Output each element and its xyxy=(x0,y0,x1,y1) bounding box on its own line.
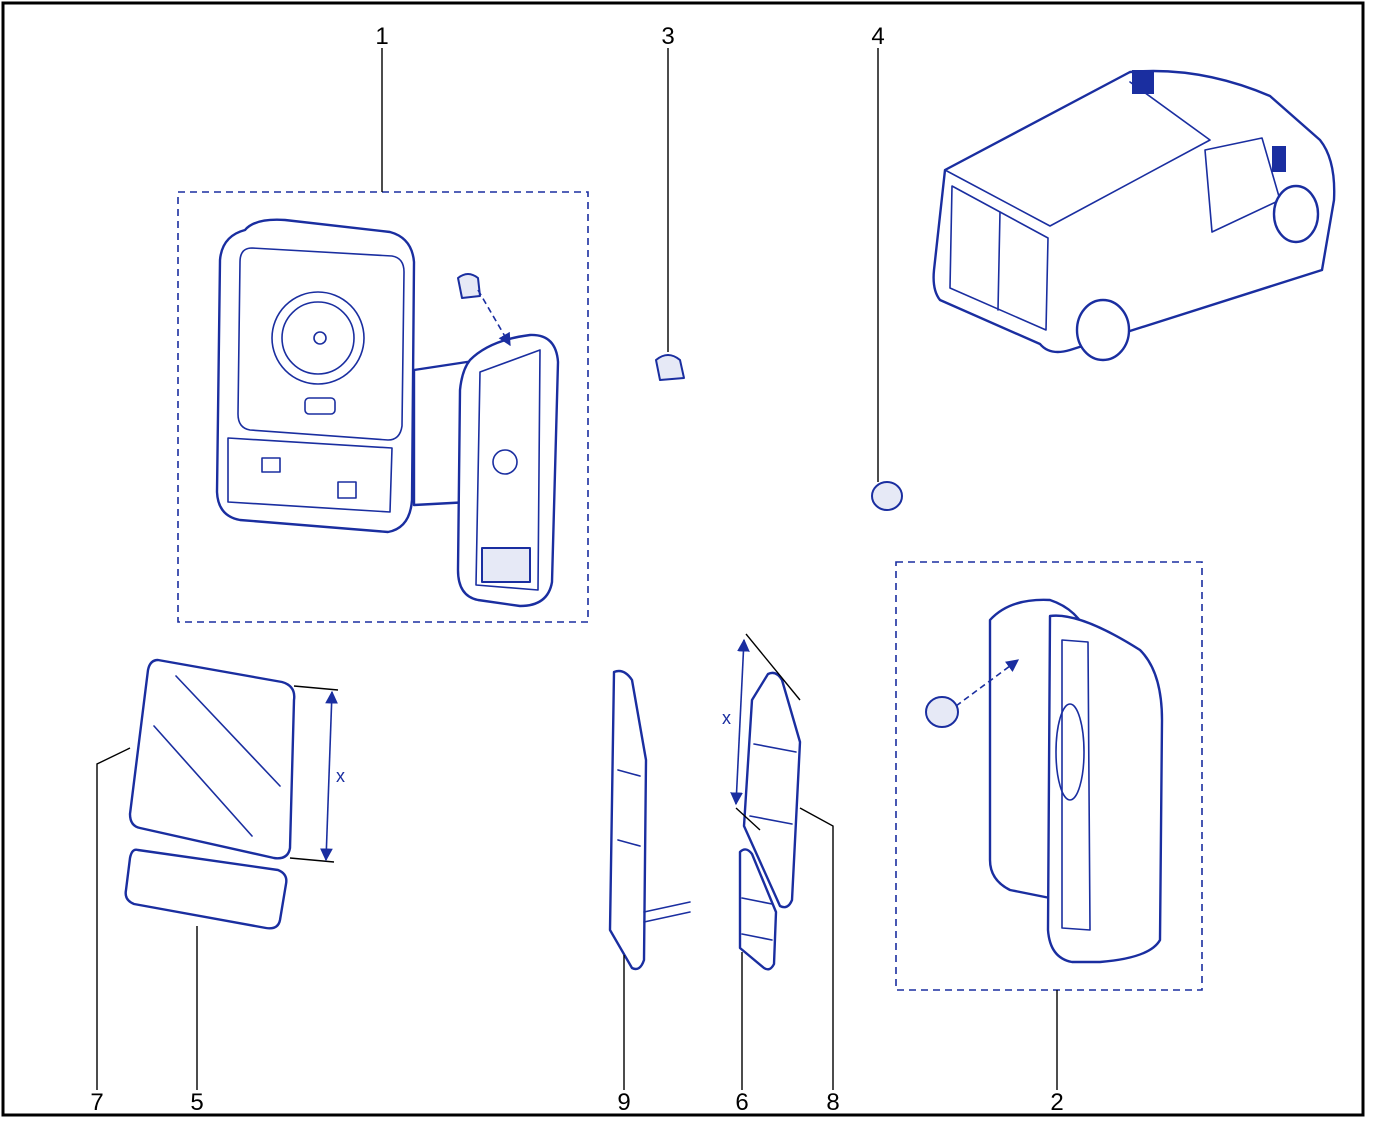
cap-right xyxy=(925,696,959,728)
van-mirror-highlight-left xyxy=(1132,70,1154,94)
glass-9-wires xyxy=(643,901,691,923)
dim-label-right: x xyxy=(722,708,731,728)
adjuster-hub-left xyxy=(313,331,327,345)
van-rear-doors xyxy=(949,185,1049,331)
clip-part-3 xyxy=(655,354,685,381)
callout-1: 1 xyxy=(375,23,388,50)
assembly-box-right xyxy=(895,561,1203,991)
main-glass-part-7 xyxy=(128,658,296,860)
leader-8 xyxy=(799,807,834,1090)
small-glass-part-5 xyxy=(124,848,288,930)
callout-4: 4 xyxy=(871,23,884,50)
dim-line-right xyxy=(730,638,750,806)
mirror-glass-area-left xyxy=(237,247,405,441)
van-rear-wheel xyxy=(1075,298,1131,362)
van-front-wheel xyxy=(1272,184,1320,244)
mirror-housing-left xyxy=(215,218,416,534)
glass-part-8 xyxy=(742,671,802,909)
callout-7: 7 xyxy=(90,1089,103,1116)
van-mirror-highlight-right xyxy=(1272,146,1286,172)
leader-7 xyxy=(96,747,131,1090)
cap-left-small xyxy=(457,273,481,299)
dim-ext-top-right xyxy=(745,633,801,701)
cap-arrow-left xyxy=(477,289,511,347)
dim-ext-bottom-left xyxy=(289,857,335,863)
callout-3: 3 xyxy=(661,23,674,50)
assembly-box-left xyxy=(177,191,589,623)
lower-glass-mount-left xyxy=(227,437,393,513)
mirror-base-left xyxy=(456,333,560,608)
mirror-assembly-left xyxy=(177,191,589,623)
cap-part-4 xyxy=(871,481,903,511)
van-illustration xyxy=(932,69,1336,362)
mirror-glass-edge-right xyxy=(1061,639,1091,931)
van-door-split xyxy=(997,211,1001,311)
cap-arrow-right xyxy=(955,659,1020,707)
van-roof-edge xyxy=(944,81,1211,227)
callout-5: 5 xyxy=(190,1089,203,1116)
callout-2: 2 xyxy=(1050,1089,1063,1116)
clip-slot-left xyxy=(304,397,336,415)
glass-6-markings xyxy=(741,897,773,941)
dim-line-left xyxy=(320,690,338,862)
mount-tab-b xyxy=(337,481,357,499)
mirror-housing-right xyxy=(1046,614,1164,964)
dim-ext-bottom-right xyxy=(735,807,761,831)
glass-reflection-b xyxy=(153,725,253,837)
dim-ext-top-left xyxy=(293,685,339,691)
adjuster-ring-left xyxy=(271,291,365,385)
callout-6: 6 xyxy=(735,1089,748,1116)
glass-9-markings xyxy=(617,769,641,847)
callout-9: 9 xyxy=(617,1089,630,1116)
adjuster-right xyxy=(1055,703,1085,801)
mirror-base-inner xyxy=(475,349,541,591)
callout-8: 8 xyxy=(826,1089,839,1116)
mount-tab-a xyxy=(261,457,281,473)
adjuster-ring-inner-left xyxy=(281,301,355,375)
connector-block xyxy=(481,547,531,583)
van-body xyxy=(932,69,1336,354)
glass-reflection-a xyxy=(175,675,281,787)
mirror-assembly-right xyxy=(895,561,1203,991)
glass-8-markings xyxy=(749,743,797,825)
glass-part-9 xyxy=(608,669,648,971)
pivot-bolt xyxy=(492,449,518,475)
diagram-frame xyxy=(1,1,1365,1117)
dim-label-left: x xyxy=(336,766,345,786)
